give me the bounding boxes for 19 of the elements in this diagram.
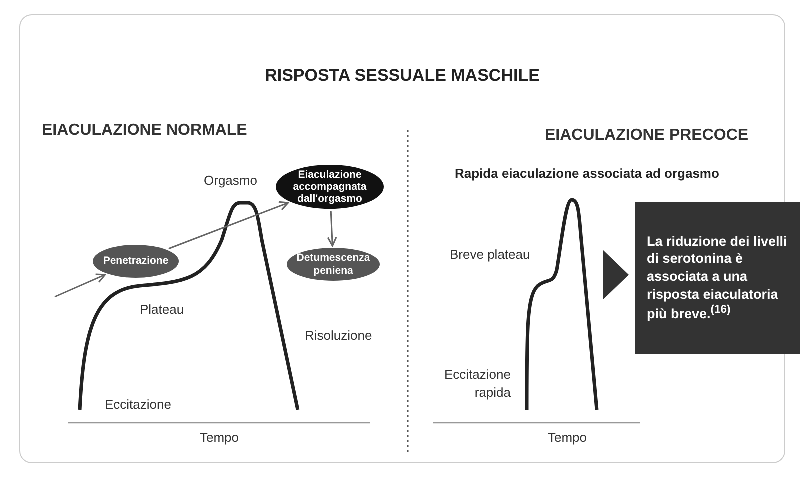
phase-label: Plateau bbox=[140, 302, 184, 317]
arrow bbox=[327, 210, 338, 247]
axis-label: Tempo bbox=[200, 430, 240, 445]
phase-label: Eccitazione bbox=[105, 397, 172, 412]
arrow bbox=[168, 201, 290, 250]
section-heading: EIACULAZIONE NORMALE bbox=[42, 122, 248, 140]
phase-ellipse: Eiaculazione accompagnata dall'orgasmo bbox=[276, 165, 384, 209]
section-heading: EIACULAZIONE PRECOCE bbox=[545, 127, 749, 145]
info-box: La riduzione dei livelli di serotonina è associata a una risposta eiaculatoria più breve.$^{(16)}$ bbox=[635, 202, 800, 354]
phase-ellipse: Penetrazione bbox=[93, 245, 179, 278]
phase-label: Breve plateau bbox=[450, 247, 530, 262]
phase-label: Eccitazione rapida bbox=[444, 366, 511, 402]
subtitle: Rapida eiaculazione associata ad orgasmo bbox=[455, 166, 720, 181]
axis-label: Tempo bbox=[548, 430, 588, 445]
phase-ellipse: Detumescenza peniena bbox=[287, 248, 380, 281]
title: RISPOSTA SESSUALE MASCHILE bbox=[264, 66, 541, 86]
phase-label: Risoluzione bbox=[305, 328, 372, 343]
arrow bbox=[54, 274, 106, 298]
phase-label: Orgasmo bbox=[204, 173, 258, 188]
